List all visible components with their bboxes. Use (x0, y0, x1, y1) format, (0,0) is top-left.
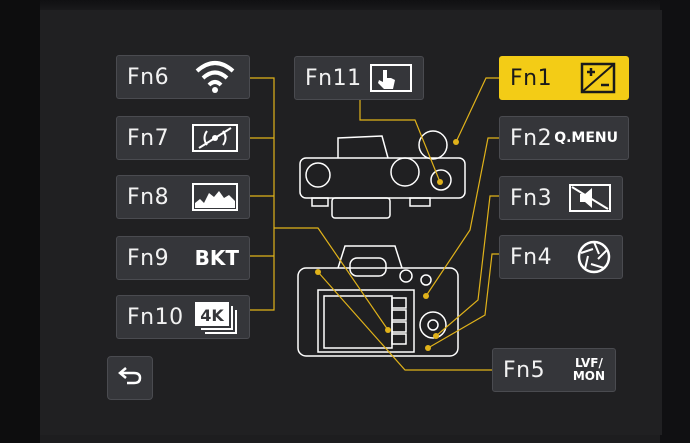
svg-text:4K: 4K (200, 306, 224, 325)
fn9-button[interactable]: Fn9 BKT (116, 236, 250, 280)
q-menu-icon: Q.MENU (554, 130, 618, 146)
lvf-text: LVF/ (574, 356, 603, 370)
fn8-label: Fn8 (127, 184, 170, 210)
fn2-label: Fn2 (510, 125, 553, 151)
camera-back-view (297, 245, 459, 357)
fn8-button[interactable]: Fn8 (116, 175, 250, 219)
fn2-button[interactable]: Fn2 Q.MENU (499, 116, 629, 160)
lvf-mon-icon: LVF/ MON (573, 357, 605, 383)
fn10-button[interactable]: Fn10 4K (116, 295, 250, 339)
fn1-label: Fn1 (510, 65, 553, 91)
histogram-icon (191, 181, 239, 213)
fn5-button[interactable]: Fn5 LVF/ MON (492, 348, 616, 392)
back-arrow-icon (117, 365, 143, 391)
fn5-label: Fn5 (503, 357, 546, 383)
back-button[interactable] (107, 356, 153, 400)
fn6-label: Fn6 (127, 64, 170, 90)
fn7-button[interactable]: Fn7 (116, 116, 250, 160)
exposure-compensation-icon (578, 62, 618, 94)
mon-text: MON (572, 369, 605, 383)
fn9-label: Fn9 (127, 245, 170, 271)
fn3-button[interactable]: Fn3 (499, 176, 623, 220)
bkt-icon: BKT (194, 246, 239, 270)
4k-photo-icon: 4K (193, 300, 239, 334)
fn1-button[interactable]: Fn1 (499, 56, 629, 100)
camera-top-view (299, 130, 466, 219)
fn11-label: Fn11 (305, 65, 362, 91)
bezel-left (0, 0, 40, 443)
fn3-label: Fn3 (510, 185, 553, 211)
fn7-label: Fn7 (127, 125, 170, 151)
fn6-button[interactable]: Fn6 (116, 55, 250, 99)
wifi-icon (191, 59, 239, 95)
fn10-label: Fn10 (127, 304, 184, 330)
touch-screen-icon (369, 62, 413, 94)
wireless-off-icon (191, 122, 239, 154)
aperture-icon (576, 239, 612, 275)
fn11-button[interactable]: Fn11 (294, 56, 424, 100)
fn4-button[interactable]: Fn4 (499, 235, 623, 279)
mute-icon (568, 182, 612, 214)
bezel-right (660, 0, 690, 443)
fn4-label: Fn4 (510, 244, 553, 270)
